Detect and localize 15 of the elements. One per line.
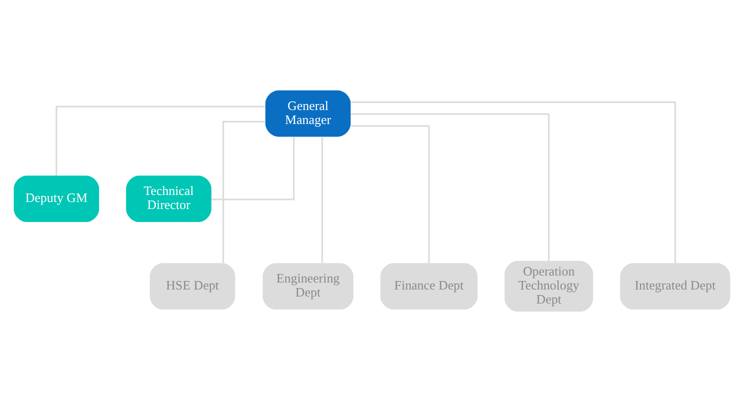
node-box: Integrated Dept (620, 263, 730, 310)
node-box: Technical Director (126, 176, 211, 222)
connector (350, 125, 430, 263)
connector (222, 120, 265, 264)
node-box: General Manager (264, 90, 350, 137)
node-box: HSE Dept (149, 263, 235, 310)
connector (55, 106, 265, 176)
node-box: Finance Dept (380, 263, 478, 310)
node-box: Engineering Dept (262, 263, 353, 310)
connector (350, 101, 676, 263)
connector (320, 136, 323, 263)
connector (210, 137, 294, 200)
node-box: Deputy GM (13, 176, 99, 222)
connector (350, 113, 550, 261)
node-box: Operation Technology Dept (504, 260, 593, 312)
